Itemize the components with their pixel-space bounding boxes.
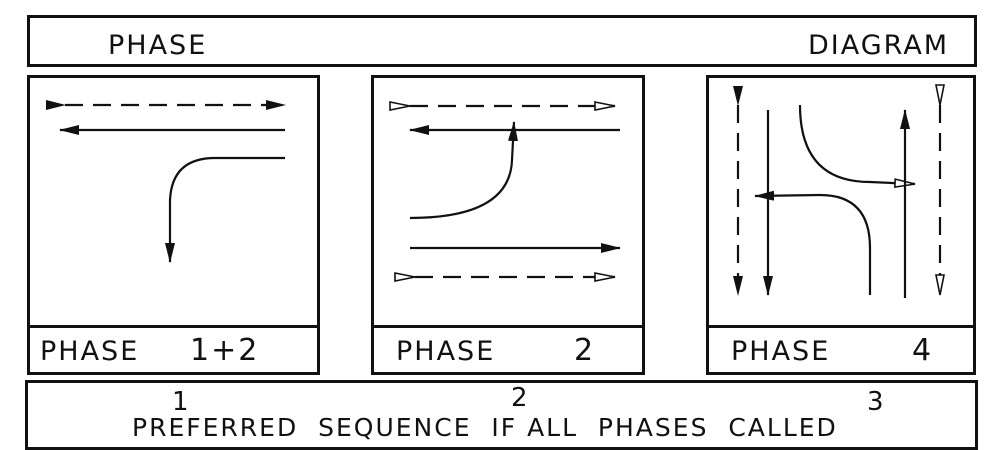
sequence-caption: PREFERRED SEQUENCE IF ALL PHASES CALLED	[132, 413, 838, 442]
phase-panel-1-caption: PHASE 1+2	[27, 325, 320, 375]
left-turn-arrow	[165, 156, 285, 263]
phase-4-movements	[733, 84, 945, 298]
phase-panel-3-caption: PHASE 4	[706, 325, 976, 375]
phase-4-number: 4	[912, 333, 934, 368]
phase-1-number: 1+2	[190, 333, 260, 368]
diagram-header: PHASE DIAGRAM	[27, 15, 977, 67]
phase-1-label: PHASE	[40, 336, 140, 367]
header-title-left: PHASE	[108, 30, 208, 61]
sequence-number-3: 3	[867, 387, 886, 417]
header-title-right: DIAGRAM	[808, 30, 950, 61]
left-turn-curve	[754, 190, 872, 295]
sequence-number-1: 1	[172, 387, 191, 417]
phase-panel-2-caption: PHASE 2	[371, 325, 645, 375]
right-turn-curve	[798, 104, 916, 189]
phase-2-label: PHASE	[396, 336, 496, 367]
sequence-number-2: 2	[511, 383, 530, 413]
phase-4-label: PHASE	[731, 336, 831, 367]
phase-2-movements	[389, 101, 621, 282]
phase-1-2-movements	[46, 100, 286, 263]
phase-2-number: 2	[574, 333, 596, 368]
left-turn-arrow	[409, 121, 518, 220]
